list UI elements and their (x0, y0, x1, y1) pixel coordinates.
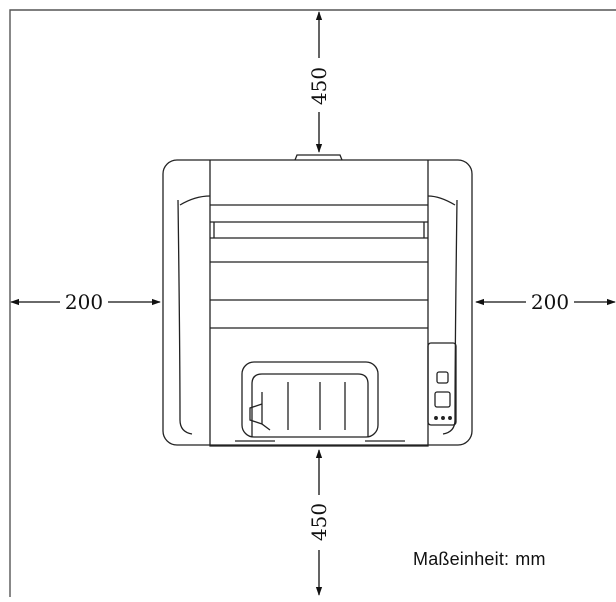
printer-left-side (177, 199, 193, 435)
dimension-top: 450 (307, 11, 331, 153)
dimension-top-value: 450 (307, 67, 331, 105)
clearance-walls (9, 9, 616, 597)
dimension-bottom-value: 450 (307, 503, 331, 541)
dimension-bottom: 450 (307, 449, 331, 596)
printer-base (209, 437, 429, 447)
control-button-1 (436, 371, 449, 384)
output-tray-inner (251, 373, 369, 437)
dimension-right: 200 (475, 290, 616, 314)
unit-legend: Maßeinheit:mm (413, 549, 546, 570)
unit-legend-label: Maßeinheit: (413, 549, 510, 569)
indicator-led-1 (434, 416, 438, 420)
printer-right-side (442, 199, 458, 435)
left-shoulder (179, 195, 211, 206)
dimension-right-value: 200 (531, 290, 569, 314)
tray-stopper (249, 403, 263, 425)
control-button-2 (434, 391, 451, 408)
indicator-led-3 (448, 416, 452, 420)
dimension-left-value: 200 (65, 290, 103, 314)
output-tray-outer (241, 361, 379, 438)
printer-outer-body (162, 159, 473, 446)
dimension-left: 200 (10, 290, 161, 314)
printer-top-handle (294, 154, 343, 161)
wall-outline (9, 9, 616, 597)
right-shoulder (427, 195, 456, 206)
control-panel (427, 342, 457, 426)
indicator-led-2 (441, 416, 445, 420)
unit-legend-value: mm (515, 549, 546, 569)
printer-top-view (162, 154, 473, 447)
tray-stopper-edge (261, 392, 271, 431)
